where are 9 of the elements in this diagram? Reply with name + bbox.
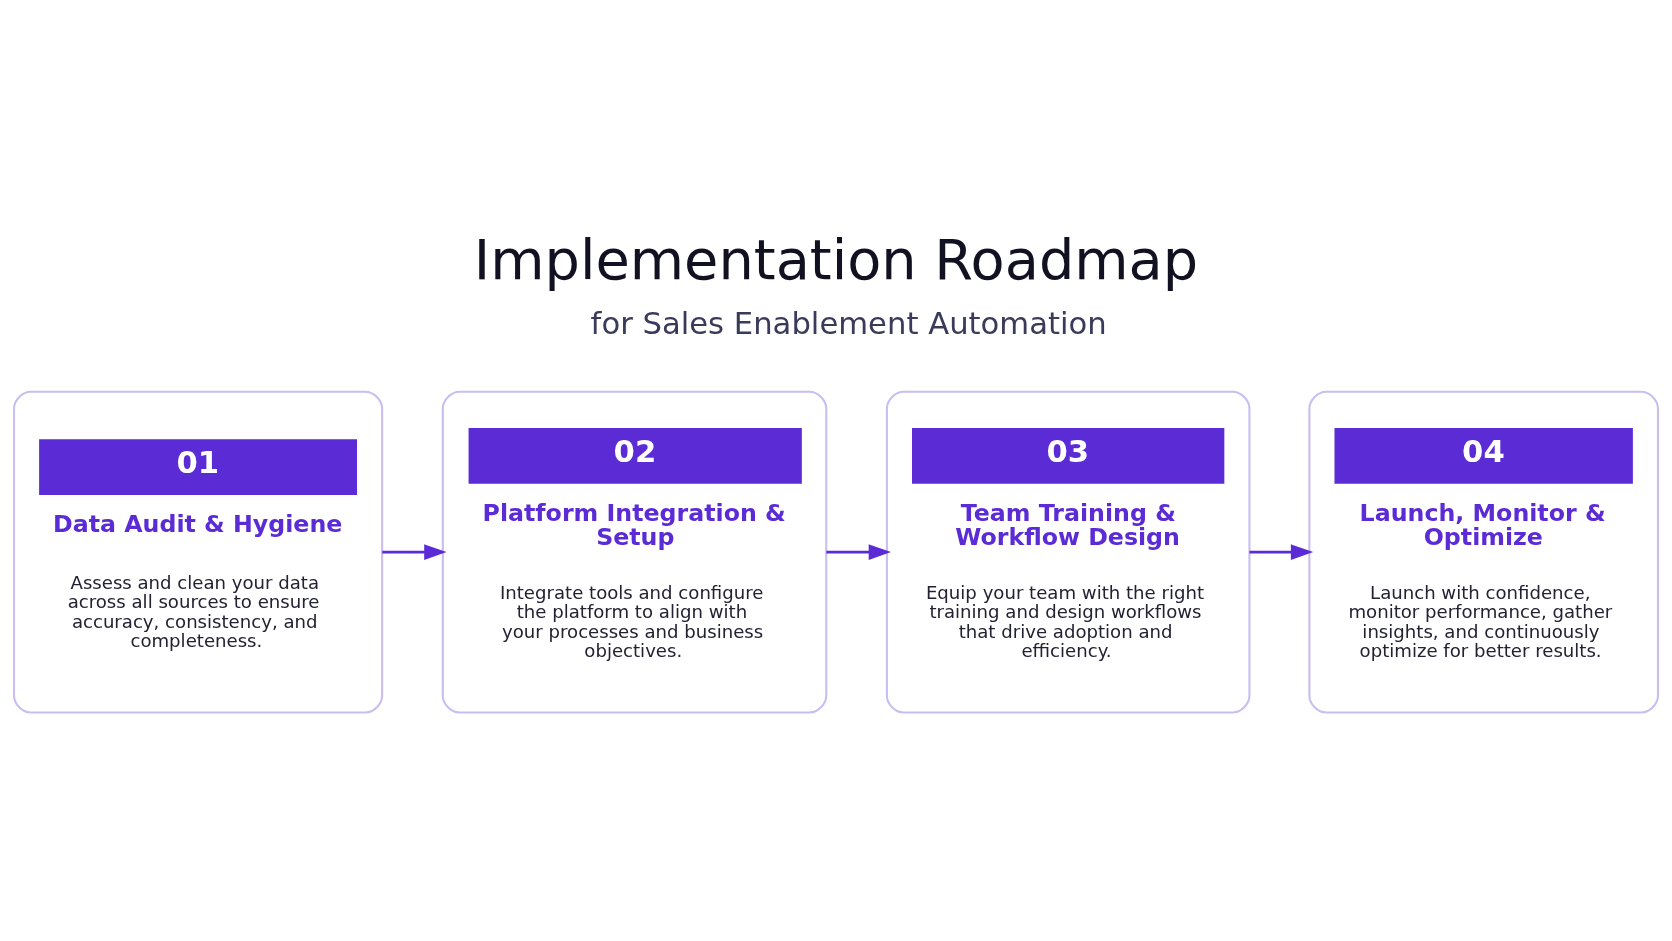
node-box: 02 Platform Integration & Setup Integrate tools and configure the platform to align with your processes and business objectives. bbox=[441, 390, 828, 714]
diagram-title: Implementation Roadmap bbox=[473, 226, 1199, 292]
arrow bbox=[1249, 544, 1314, 560]
label: for Sales Enablement Automation bbox=[590, 305, 1107, 341]
node-box: 04 Launch, Monitor & Optimize Launch with confidence, monitor performance, gather insights, and continuously optimize for better results. bbox=[1308, 390, 1660, 714]
node-box: 03 Team Training & Workflow Design Equip your team with the right training and design workflows that drive adoption and efficiency. bbox=[885, 390, 1251, 714]
arrow bbox=[382, 544, 447, 560]
node-box: 01 Data Audit & Hygiene Assess and clean your data across all sources to ensure accuracy, consistency, and completeness. bbox=[12, 390, 384, 714]
arrow bbox=[826, 544, 892, 560]
